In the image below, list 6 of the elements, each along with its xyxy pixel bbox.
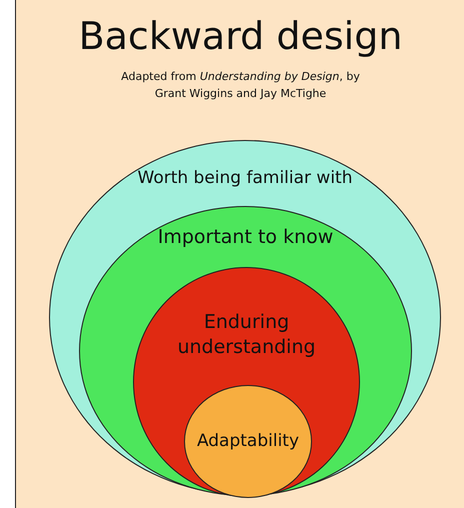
circle-label: Enduring understanding [176,310,317,360]
circle-label: Important to know [156,225,334,250]
circle-label: Adaptability [196,430,300,452]
caption: Adapted from Understanding by Design, by Grant Wiggins and Jay McTighe [120,69,361,102]
circle-label: Worth being familiar with [136,167,354,190]
title: Backward design [78,14,404,58]
